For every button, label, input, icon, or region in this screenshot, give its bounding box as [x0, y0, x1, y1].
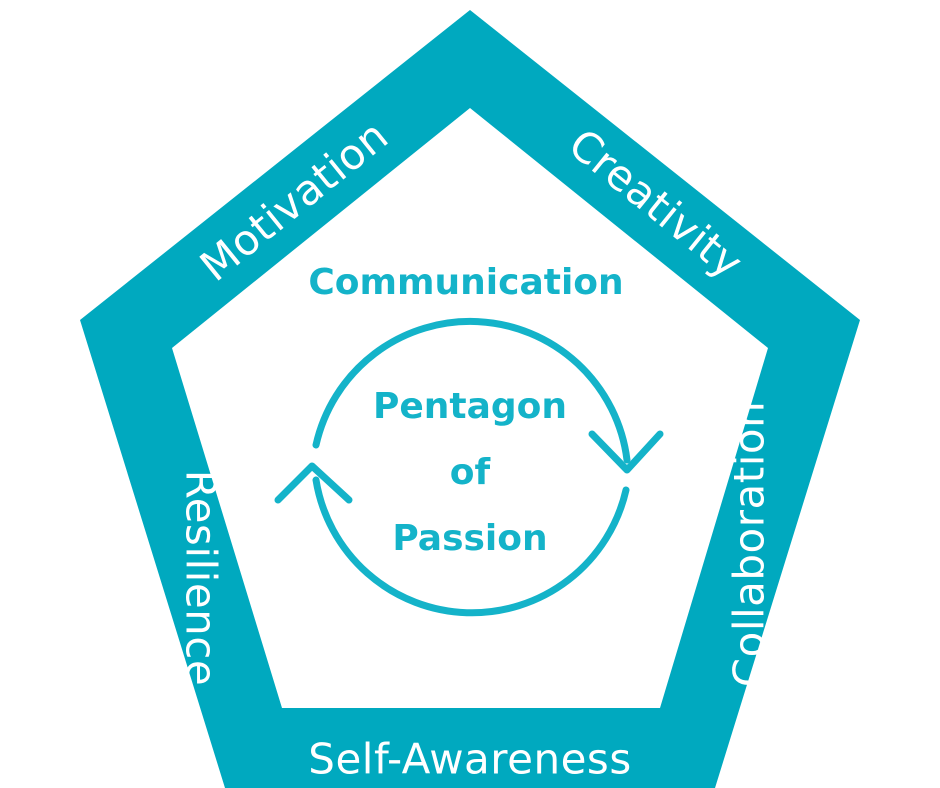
center-title-line-2: of: [450, 452, 491, 493]
center-title-line-3: Passion: [392, 518, 547, 559]
side-label-resilience: Resilience: [177, 470, 226, 686]
cycle-arrowhead-left: [274, 462, 353, 504]
pentagon-frame: [80, 10, 860, 788]
side-label-collaboration: Collaboration: [725, 401, 774, 687]
circular-arrows-icon: [274, 317, 664, 617]
cycle-arrowhead-right: [588, 430, 664, 474]
center-title-line-1: Pentagon: [373, 386, 567, 427]
side-label-self-awareness: Self-Awareness: [308, 735, 631, 784]
cycle-arc-bottom: [312, 476, 630, 617]
communication-label: Communication: [308, 262, 623, 303]
cycle-arc-top: [312, 317, 631, 464]
